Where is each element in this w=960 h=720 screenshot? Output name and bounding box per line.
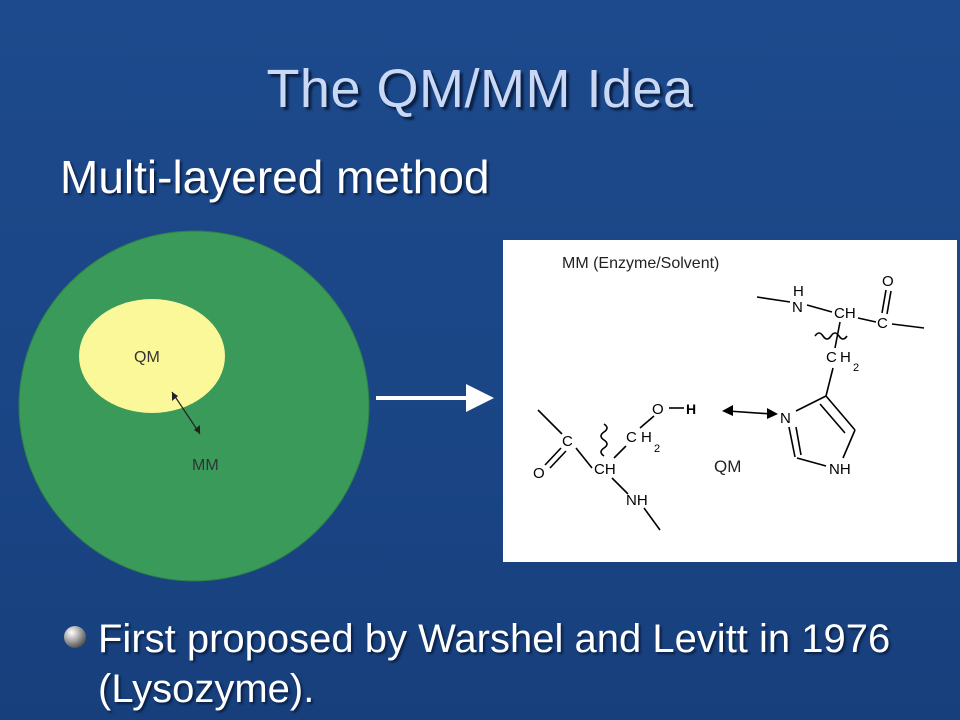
- atom-n-ring: N: [780, 410, 791, 427]
- mm-label: MM: [192, 457, 219, 474]
- atom-h-top: H: [793, 283, 804, 300]
- atom-c-ch2-left: C: [626, 429, 637, 446]
- boundary-arrowhead-top: [172, 392, 178, 401]
- bullet-text: First proposed by Warshel and Levitt in …: [98, 617, 891, 711]
- boundary-arrow: [171, 391, 201, 435]
- transition-arrow-head: [466, 384, 494, 412]
- slide-title: The QM/MM Idea: [266, 59, 694, 119]
- atom-h-ch2-top: H: [840, 349, 851, 366]
- atom-h-ch2-left: H: [641, 429, 652, 446]
- atom-sub2-left: 2: [654, 443, 660, 455]
- atom-nh-left: NH: [626, 492, 648, 509]
- atom-h-oh: H: [686, 401, 696, 417]
- atom-c-ch2-top: C: [826, 349, 837, 366]
- qm-label: QM: [134, 349, 160, 366]
- boundary-arrowhead-bottom: [194, 425, 200, 434]
- atom-ch-top: CH: [834, 305, 856, 322]
- mm-caption: MM (Enzyme/Solvent): [562, 255, 719, 272]
- mm-region: [18, 230, 370, 582]
- slide-subtitle: Multi-layered method: [60, 151, 490, 203]
- atom-o-oh: O: [652, 401, 664, 418]
- qm-caption: QM: [714, 457, 741, 476]
- atom-ch-left: CH: [594, 461, 616, 478]
- atom-o-top: O: [882, 273, 894, 290]
- atom-c-top: C: [877, 315, 888, 332]
- atom-sub2-top: 2: [853, 362, 859, 374]
- bullet-icon: [64, 626, 86, 648]
- atom-o-left: O: [533, 465, 545, 482]
- atom-n-top: N: [792, 299, 803, 316]
- structure-panel: [503, 240, 957, 562]
- atom-c-left: C: [562, 433, 573, 450]
- qm-region: [79, 299, 225, 413]
- atom-nh-ring: NH: [829, 461, 851, 478]
